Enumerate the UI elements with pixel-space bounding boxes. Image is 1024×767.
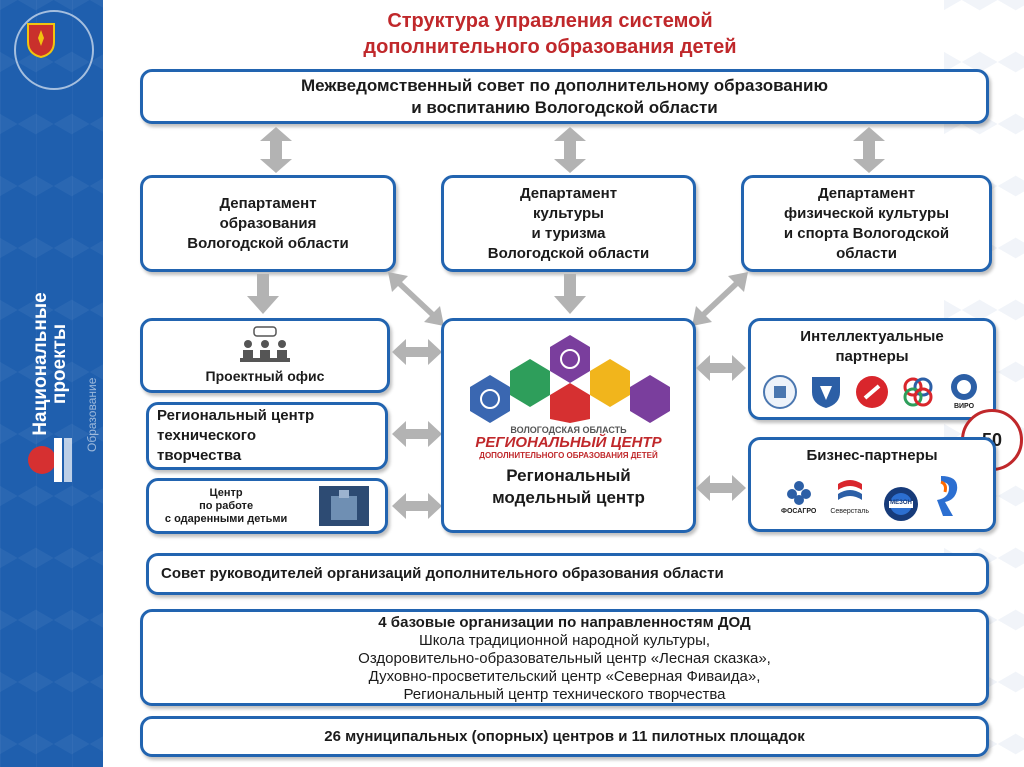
business-logos: ФОСАГРО Северсталь МЕЗОН [781,474,963,521]
logo-sub-text: ДОПОЛНИТЕЛЬНОГО ОБРАЗОВАНИЯ ДЕТЕЙ [479,451,658,460]
heads-council-label: Совет руководителей организаций дополнит… [161,565,724,582]
severstal-logo: Северсталь [830,478,869,515]
logo-main-text: РЕГИОНАЛЬНЫЙ ЦЕНТР [475,434,662,451]
arrow-project-office-center [392,339,442,365]
brand-subtitle: Образование [85,377,99,452]
phosagro-logo: ФОСАГРО [781,478,816,515]
base-organizations-box: 4 базовые организации по направленностям… [140,609,989,706]
arrow-culture-down [554,274,586,314]
interagency-council-box: Межведомственный совет по дополнительном… [140,69,989,124]
arrow-gifted-center-center [392,493,442,519]
base-org-item: Региональный центр технического творчест… [403,686,726,703]
sidebar-stripe: Национальные проекты Образование [0,0,103,767]
dept-culture-box: Департамент культуры и туризма Вологодск… [441,175,696,272]
national-projects-logo-icon [28,438,72,482]
arrow-council-culture [554,127,586,173]
knot-logo-icon [903,377,933,406]
arrow-education-diagonal [388,272,444,326]
arrow-tech-center-center [392,421,442,447]
base-organizations-heading: 4 базовые организации по направленностям… [378,614,751,631]
base-org-item: Оздоровительно-образовательный центр «Ле… [358,650,771,667]
project-office-box: Проектный офис [140,318,390,393]
heads-council-box: Совет руководителей организаций дополнит… [146,553,989,595]
dept-education-box: Департамент образования Вологодской обла… [140,175,396,272]
arrow-center-intellectual [696,355,746,381]
gifted-center-box: Центр по работе с одаренными детьми [146,478,388,534]
tech-center-box: Региональный центр технического творчест… [146,402,388,470]
intellectual-logos: ВИРО [762,373,982,410]
viro-logo: ВИРО [946,373,982,410]
logo-region-text: ВОЛОГОДСКАЯ ОБЛАСТЬ [510,425,627,435]
meeting-people-icon [240,326,290,362]
arrow-council-education [260,127,292,173]
gifted-center-logo-icon [319,486,370,526]
arrow-education-down [247,274,279,314]
business-partners-box: Бизнес-партнеры ФОСАГРО Северсталь [748,437,996,532]
rostelecom-logo-icon [937,476,958,516]
page-title: Структура управления системой дополнител… [363,10,737,58]
dept-sport-box: Департамент физической культуры и спорта… [741,175,992,272]
base-org-item: Духовно-просветительский центр «Северная… [368,668,761,685]
viro-logo-icon [951,374,977,400]
base-org-item: Школа традиционной народной культуры, [418,632,711,649]
mezon-logo-icon [884,487,918,521]
regional-center-hex-logo-icon [469,335,670,423]
business-partners-label: Бизнес-партнеры [806,447,938,464]
municipal-centers-box: 26 муниципальных (опорных) центров и 11 … [140,716,989,757]
red-circle-logo-icon [856,375,888,408]
regional-model-center-box: ВОЛОГОДСКАЯ ОБЛАСТЬ РЕГИОНАЛЬНЫЙ ЦЕНТР Д… [441,318,696,533]
mezon-logo: МЕЗОН [883,486,919,521]
intellectual-partners-box: Интеллектуальные партнеры ВИРО [748,318,996,420]
coat-logo-icon [812,376,840,408]
municipal-centers-label: 26 муниципальных (опорных) центров и 11 … [324,727,805,745]
phosagro-logo-icon [786,480,811,505]
arrow-center-business [696,475,746,501]
arrow-sport-diagonal [692,272,748,326]
emblem-ring [14,10,94,90]
university-logo-icon [763,374,797,409]
arrow-council-sport [853,127,885,173]
coat-of-arms-icon [27,23,55,58]
severstal-logo-icon [837,479,862,500]
gifted-center-text: Центр по работе с одаренными детьми [164,486,288,525]
project-office-label: Проектный офис [205,368,325,384]
